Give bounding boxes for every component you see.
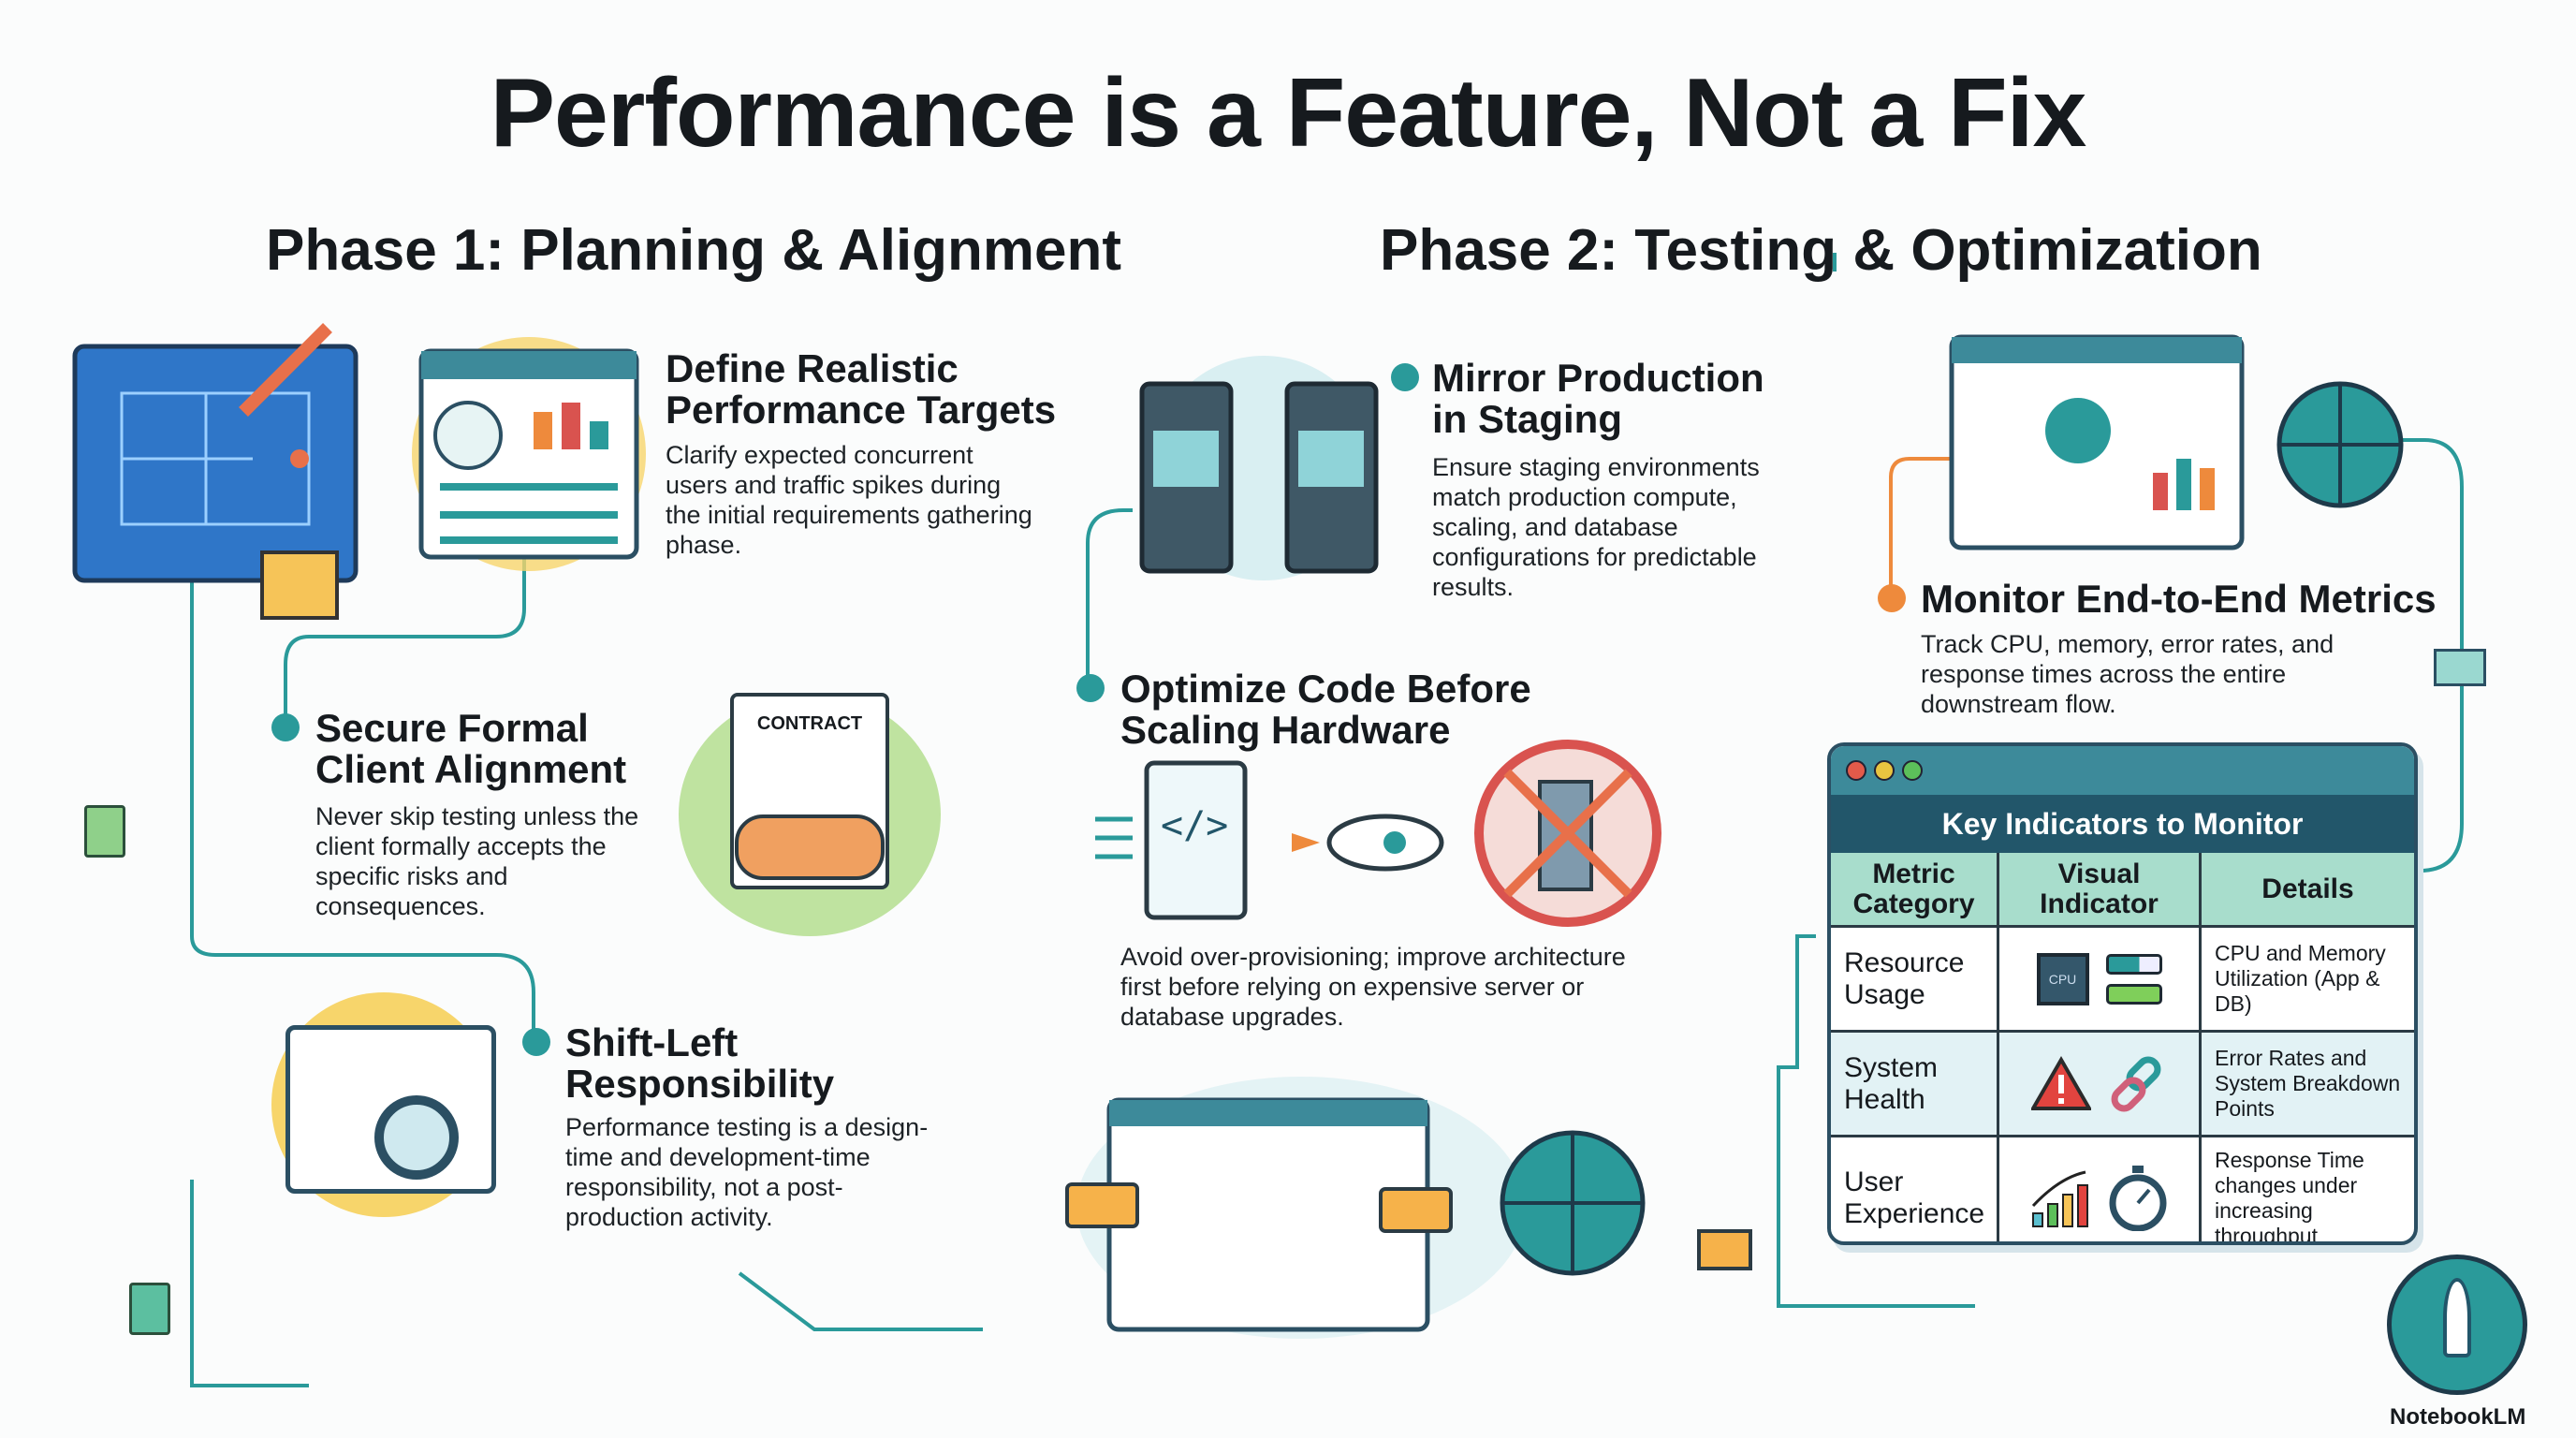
visual-indicator [1999,1137,2202,1241]
phase2-heading: Phase 2: Testing & Optimization [1380,218,2262,283]
bullet-dot [1076,674,1105,702]
monitor-metrics-title: Monitor End-to-End Metrics [1921,577,2437,621]
client-alignment-body: Never skip testing unless the client for… [315,802,639,920]
shift-left-title: Shift-Left Responsibility [565,1020,835,1106]
optimize-code-title: Optimize Code Before Scaling Hardware [1120,667,1531,752]
code-rocket-no-servers-icon: </> [1095,740,1661,927]
page-title: Performance is a Feature, Not a Fix [490,59,2087,168]
growth-chart-icon [2031,1170,2088,1227]
handshake-icon [735,814,885,880]
metric-category: System Health [1831,1033,1999,1137]
bullet-dot [522,1028,550,1056]
monitor-metrics-body: Track CPU, memory, error rates, and resp… [1921,630,2334,718]
document-icon [129,1283,170,1335]
define-targets-body: Clarify expected concurrent users and tr… [666,441,1032,559]
dashboard-globe-icon [1065,1077,1752,1339]
battery-icon [2105,953,2162,1005]
column-header: Metric Category [1831,853,1999,928]
rocket-badge-icon [2387,1255,2527,1395]
stopwatch-icon [2109,1166,2166,1231]
client-alignment-title: Secure Formal Client Alignment [315,706,627,791]
phase1-heading: Phase 1: Planning & Alignment [266,218,1122,283]
svg-text:</>: </> [1161,804,1228,847]
visual-indicator [1999,1033,2202,1137]
window-controls [1831,746,2414,795]
monitoring-dashboard-icon [1949,334,2404,550]
cpu-icon: CPU [2036,952,2089,1005]
mirror-production-title: Mirror Production in Staging [1432,356,1764,441]
warning-icon [2030,1055,2091,1110]
column-header: Visual Indicator [1999,853,2202,928]
bullet-dot [1878,584,1906,612]
servers-icon [1139,356,1379,580]
define-targets-title: Define Realistic Performance Targets [666,346,1057,432]
card-icon [2434,649,2486,686]
table-title: Key Indicators to Monitor [1831,795,2414,853]
contract-handshake-icon: CONTRACT [679,693,941,936]
details: Response Time changes under increasing t… [2215,1148,2364,1245]
notebooklm-branding: NotebookLM [2390,1404,2526,1430]
mirror-production-body: Ensure staging environments match produc… [1432,453,1760,601]
details: CPU and Memory Utilization (App & DB) [2202,928,2414,1033]
metric-category: Resource Usage [1831,928,1999,1033]
shift-left-body: Performance testing is a design-time and… [565,1113,929,1231]
bullet-dot [1391,363,1419,391]
broken-link-icon [2111,1056,2160,1111]
optimize-code-body: Avoid over-provisioning; improve archite… [1120,943,1626,1031]
column-header: Details [2202,853,2414,928]
details: Error Rates and System Breakdown Points [2202,1033,2414,1137]
magnifier-window-icon [271,992,496,1217]
dashboard-icon [412,337,646,571]
key-indicators-table: Key Indicators to Monitor Metric Categor… [1827,742,2418,1245]
document-icon [84,805,125,858]
visual-indicator: CPU [1999,928,2202,1033]
bullet-dot [271,713,300,741]
metric-category: User Experience [1831,1137,1999,1241]
blueprint-icon [72,323,359,620]
